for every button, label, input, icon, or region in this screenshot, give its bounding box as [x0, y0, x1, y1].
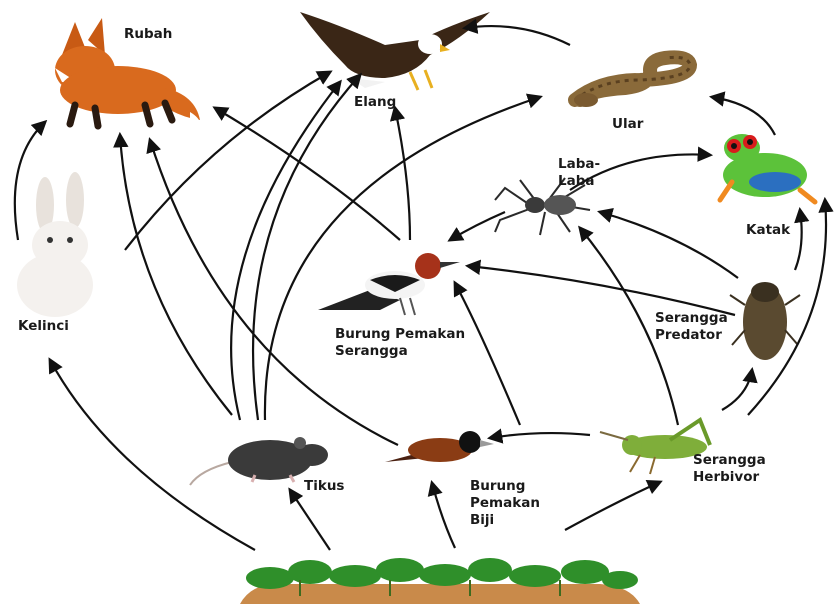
label-serangga-herbivor: Serangga Herbivor — [693, 452, 766, 486]
label-tikus: Tikus — [304, 478, 344, 495]
arrow-plants-to-grasshopper — [565, 482, 660, 530]
eagle-illustration — [300, 12, 490, 90]
insectivorous-bird-illustration — [318, 253, 460, 315]
arrow-predator-to-spider — [600, 212, 738, 278]
label-burung-pemakan-serangga: Burung Pemakan Serangga — [335, 326, 465, 360]
label-katak: Katak — [746, 222, 790, 239]
plants-ground-illustration — [240, 558, 640, 604]
label-burung-pemakan-biji: Burung Pemakan Biji — [470, 478, 540, 529]
label-ular: Ular — [612, 116, 643, 133]
arrow-predator-to-insectbird — [468, 266, 735, 315]
label-serangga-predator: Serangga Predator — [655, 310, 728, 344]
label-kelinci: Kelinci — [18, 318, 69, 335]
frog-illustration — [720, 134, 815, 202]
arrow-grasshopper-to-seedbird — [490, 433, 590, 438]
arrow-ular-to-elang — [465, 26, 570, 45]
predatory-insect-illustration — [730, 282, 800, 360]
arrow-insectbird-to-elang — [395, 108, 410, 240]
seed-eating-bird-illustration — [385, 431, 494, 462]
label-rubah: Rubah — [124, 26, 172, 43]
arrow-plants-to-tikus — [290, 490, 330, 550]
arrow-plants-to-seedbird — [432, 483, 455, 548]
arrow-katak-to-ular — [712, 97, 775, 135]
arrow-grasshopper-to-predator — [722, 370, 752, 410]
snake-illustration — [574, 57, 690, 107]
label-elang: Elang — [354, 94, 396, 111]
arrow-tikus-to-rubah-1 — [120, 135, 232, 415]
arrow-plants-to-kelinci — [50, 360, 255, 550]
label-laba-laba: Laba- Laba — [558, 156, 600, 190]
rabbit-illustration — [17, 172, 93, 317]
arrow-predator-to-katak — [795, 210, 802, 270]
